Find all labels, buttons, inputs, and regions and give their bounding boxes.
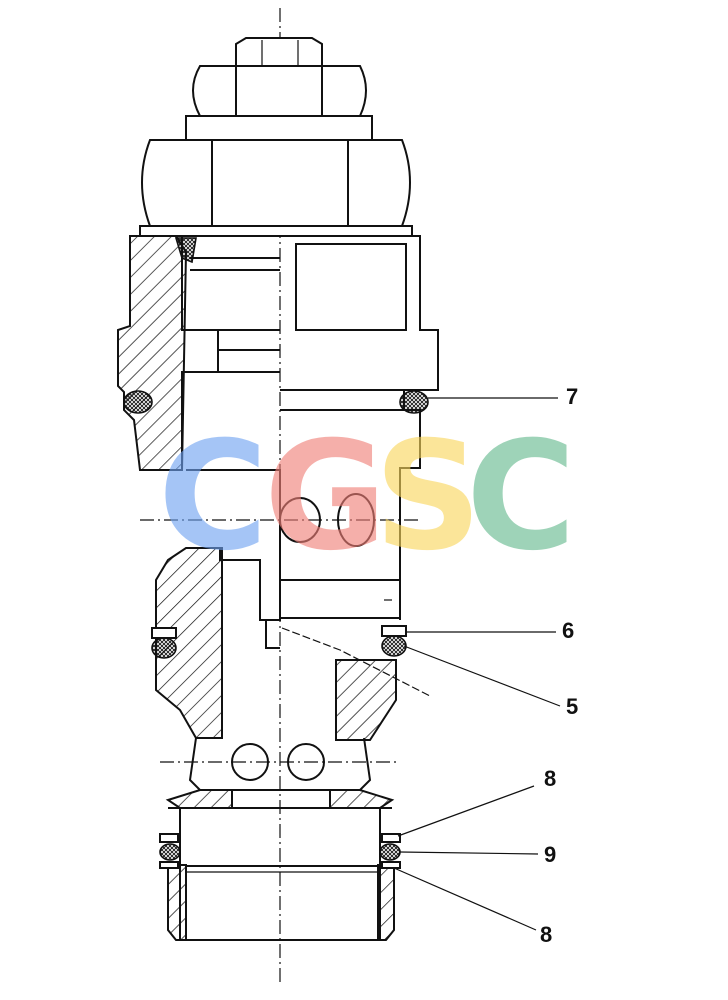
backup-ring-middle-right (381, 625, 407, 637)
watermark-letter-c2: C (466, 410, 576, 584)
callout-6: 6 (562, 618, 574, 643)
callout-labels: 7 6 5 8 9 8 (540, 384, 578, 947)
leader-lines (393, 397, 561, 931)
o-rings (123, 237, 429, 869)
large-hex-nut (139, 139, 413, 237)
cross-holes-middle (140, 469, 431, 697)
watermark: C G S C (158, 410, 576, 584)
backup-ring-middle-left (151, 627, 177, 639)
callout-8-upper: 8 (544, 766, 556, 791)
watermark-letter-s: S (374, 410, 482, 584)
callout-5: 5 (566, 694, 578, 719)
body-section-middle-left (155, 547, 223, 739)
o-ring-upper-left (123, 390, 153, 414)
o-ring-upper-right (399, 390, 429, 414)
o-ring-lower-right (379, 843, 401, 861)
callout-9: 9 (544, 842, 556, 867)
upper-hex-nut (185, 65, 373, 141)
backup-ring-lower-right-top (381, 833, 401, 843)
o-ring-middle-left (151, 637, 177, 659)
top-cap-nut (235, 37, 323, 67)
watermark-letter-g: G (264, 410, 387, 584)
body-section-middle-right (335, 659, 397, 741)
watermark-letter-c1: C (158, 410, 268, 584)
seal-top (174, 237, 197, 264)
callout-8-lower: 8 (540, 922, 552, 947)
o-ring-middle-right (381, 635, 407, 657)
callout-7: 7 (566, 384, 578, 409)
valve-body-lower (160, 660, 400, 941)
backup-ring-lower-right-bottom (381, 861, 401, 869)
